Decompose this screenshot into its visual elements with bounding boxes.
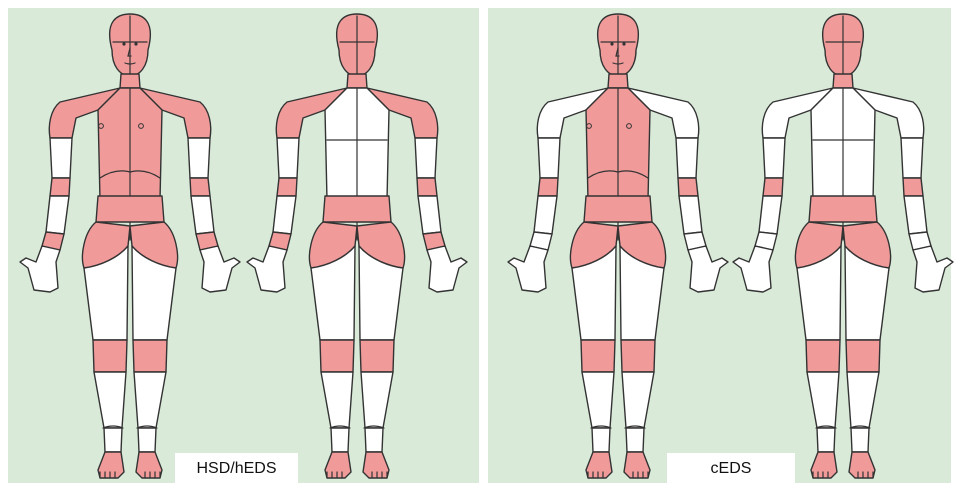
neck-region [120,74,140,88]
right-upper-arm [415,138,437,178]
left-hand [247,246,287,292]
left-foot-region [98,452,124,478]
left-foot-region [325,452,351,478]
left-elbow-region [538,178,558,196]
left-lower-leg [582,372,614,428]
right-elbow-region [678,178,698,196]
right-foot-region [363,452,389,478]
left-foot-region [811,452,837,478]
right-ankle [851,428,869,452]
right-lower-leg [622,372,654,428]
left-ankle [817,428,835,452]
right-lower-leg [134,372,166,428]
right-upper-arm [676,138,698,178]
left-lower-leg [807,372,839,428]
hsd-heds-back-figure [247,14,467,478]
neck-region [608,74,628,88]
left-ankle [331,428,349,452]
left-elbow-region [277,178,297,196]
left-knee-region [93,340,127,372]
right-lower-leg [361,372,393,428]
right-foot-region [136,452,162,478]
left-lower-leg [94,372,126,428]
right-hand [200,246,240,292]
right-lower-leg [847,372,879,428]
right-knee-region [846,340,880,372]
right-upper-arm [188,138,210,178]
waist-region [323,196,391,222]
left-knee-region [806,340,840,372]
right-elbow-region [190,178,210,196]
left-hand [733,246,773,292]
right-knee-region [360,340,394,372]
right-ankle [626,428,644,452]
left-ankle [592,428,610,452]
caption-hsd-heds: HSD/hEDS [175,453,298,484]
left-ankle [104,428,122,452]
neck-region [833,74,853,88]
right-forearm [679,196,702,234]
left-upper-arm [50,138,72,178]
right-knee-region [621,340,655,372]
ceds-back-figure [733,14,953,478]
neck-region [347,74,367,88]
right-hand [688,246,728,292]
right-forearm [418,196,441,234]
right-foot-region [624,452,650,478]
hsd-heds-front-figure [20,14,240,478]
waist-region [96,196,164,222]
left-elbow-region [50,178,70,196]
right-forearm [904,196,927,234]
right-hand [427,246,467,292]
left-foot-region [586,452,612,478]
left-hand [20,246,60,292]
right-ankle [138,428,156,452]
left-forearm [759,196,782,234]
right-forearm [191,196,214,234]
left-lower-leg [321,372,353,428]
right-foot-region [849,452,875,478]
waist-region [584,196,652,222]
right-elbow-region [903,178,923,196]
right-upper-arm [901,138,923,178]
right-knee-region [133,340,167,372]
left-knee-region [581,340,615,372]
left-forearm [273,196,296,234]
left-upper-arm [277,138,299,178]
waist-region [809,196,877,222]
left-forearm [534,196,557,234]
right-hand [913,246,953,292]
right-ankle [365,428,383,452]
left-knee-region [320,340,354,372]
right-elbow-region [417,178,437,196]
left-upper-arm [763,138,785,178]
left-elbow-region [763,178,783,196]
left-upper-arm [538,138,560,178]
caption-ceds: cEDS [667,453,795,484]
left-hand [508,246,548,292]
ceds-front-figure [508,14,728,478]
left-forearm [46,196,69,234]
